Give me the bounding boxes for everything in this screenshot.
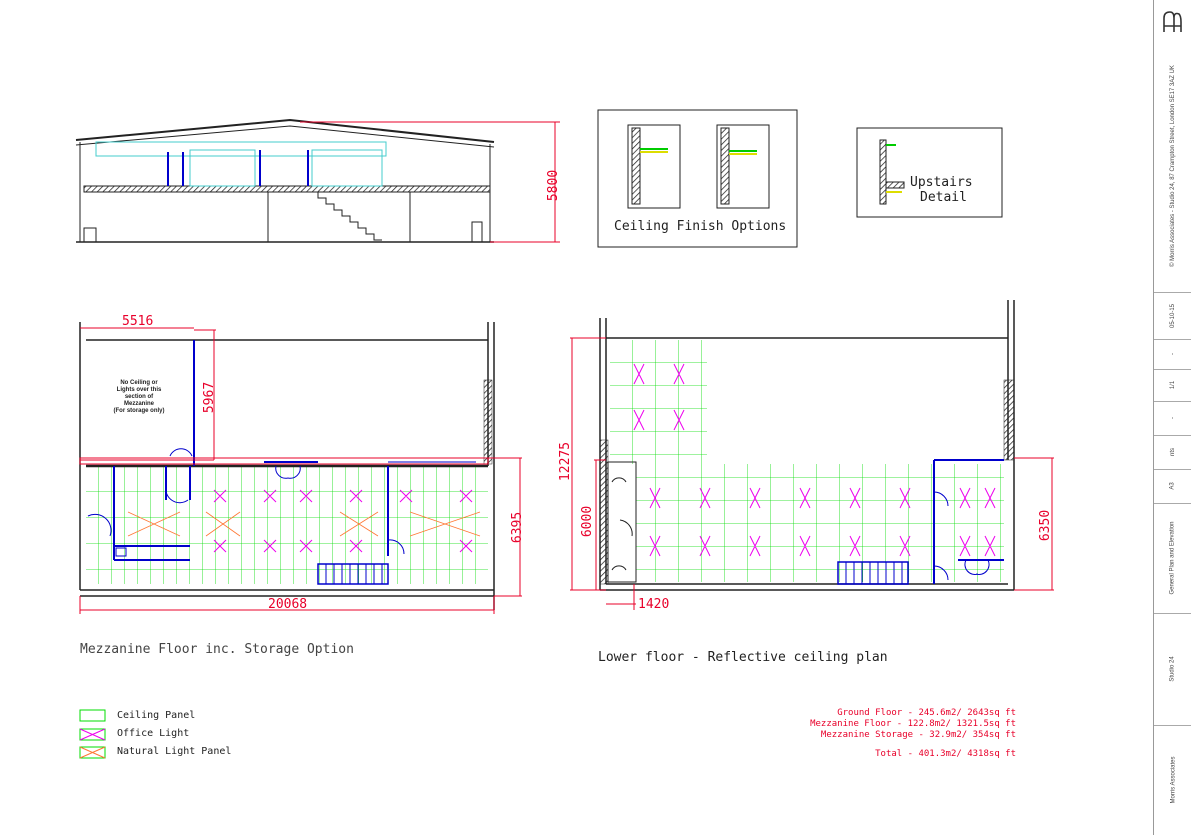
tb-copyright: © Morris Associates - Studio 24, 87 Cram…: [1170, 65, 1177, 267]
mezzanine-caption: Mezzanine Floor inc. Storage Option: [80, 642, 354, 657]
lower-caption: Lower floor - Reflective ceiling plan: [598, 650, 888, 665]
tb-scale-cell: [1154, 435, 1191, 470]
elevation-dimension: [300, 121, 560, 243]
tb-sheet-cell: [1154, 369, 1191, 402]
lower-dimensions: [570, 337, 1054, 610]
lower-dim-bottom: 1420: [638, 597, 670, 612]
legend-ceiling-panel: Ceiling Panel: [117, 710, 196, 721]
note-line: section of: [124, 394, 154, 400]
ceiling-finish-box: [597, 109, 798, 248]
note-line: Lights over this: [116, 387, 162, 393]
tb-client-cell: [1154, 725, 1191, 836]
legend-office-light: Office Light: [117, 728, 190, 739]
upstairs-detail-box: [856, 127, 1003, 218]
title-block: © Morris Associates - Studio 24, 87 Cram…: [1153, 0, 1191, 835]
area-storage: Mezzanine Storage - 32.9m2/ 354sq ft: [820, 730, 1016, 740]
area-ground: Ground Floor - 245.6m2/ 2643sq ft: [837, 708, 1016, 718]
natural-light-panels: [127, 511, 481, 537]
lower-dim-right: 6350: [1038, 509, 1054, 542]
tb-client: Morris Associates: [1170, 756, 1177, 804]
upstairs-detail-caption-1: Upstairs: [910, 175, 973, 190]
ceiling-finish-caption: Ceiling Finish Options: [614, 219, 787, 234]
area-schedule: Ground Floor - 245.6m2/ 2643sq ft Mezzan…: [760, 708, 1016, 760]
legend-natural-light: Natural Light Panel: [117, 746, 232, 757]
tb-drawing-no-cell: [1154, 401, 1191, 436]
drawing-canvas: [75, 109, 1054, 759]
lower-floor-plan: [570, 300, 1054, 610]
tb-rev: -: [1170, 353, 1176, 355]
note-line: Mezzanine: [123, 401, 154, 407]
lower-dim-left: 6000: [580, 505, 596, 538]
tb-scale: nts: [1169, 447, 1176, 457]
upstairs-detail-caption-2: Detail: [920, 190, 967, 205]
tb-drawing-title: General Plan and Elevation: [1170, 521, 1176, 595]
tb-title-cell: [1154, 503, 1191, 614]
morris-logo-icon: [1163, 11, 1182, 32]
mezzanine-dimensions: [79, 327, 522, 614]
mezz-dim-top: 5516: [122, 314, 154, 329]
section-elevation: [75, 118, 495, 243]
lower-dim-total: 12275: [558, 441, 574, 482]
mezz-dim-vertical: 5967: [202, 381, 218, 414]
tb-size: A3: [1170, 482, 1176, 490]
note-line: No Ceiling or: [120, 380, 158, 386]
tb-project: Studio 24: [1169, 656, 1176, 682]
mezz-storage-note: No Ceiling or Lights over this section o…: [104, 380, 174, 415]
tb-project-cell: [1154, 613, 1191, 726]
lower-office-lights: [633, 363, 996, 557]
area-mezzanine: Mezzanine Floor - 122.8m2/ 1321.5sq ft: [810, 719, 1016, 729]
tb-date-cell: [1154, 292, 1191, 340]
office-lights: [213, 489, 473, 553]
tb-size-cell: [1154, 469, 1191, 504]
tb-drawing-no: -: [1170, 417, 1176, 419]
elevation-height-dim: 5800: [546, 169, 562, 202]
tb-sheet: 1/1: [1170, 380, 1176, 390]
note-line: (For storage only): [113, 408, 165, 414]
mezzanine-plan: [79, 322, 522, 614]
legend-swatches: [79, 709, 106, 759]
mezz-dim-height: 6395: [510, 511, 526, 544]
area-total: Total - 401.3m2/ 4318sq ft: [875, 749, 1016, 759]
mezz-dim-width: 20068: [268, 597, 308, 612]
tb-date: 05-10-15: [1170, 303, 1176, 328]
tb-rev-cell: [1154, 339, 1191, 370]
